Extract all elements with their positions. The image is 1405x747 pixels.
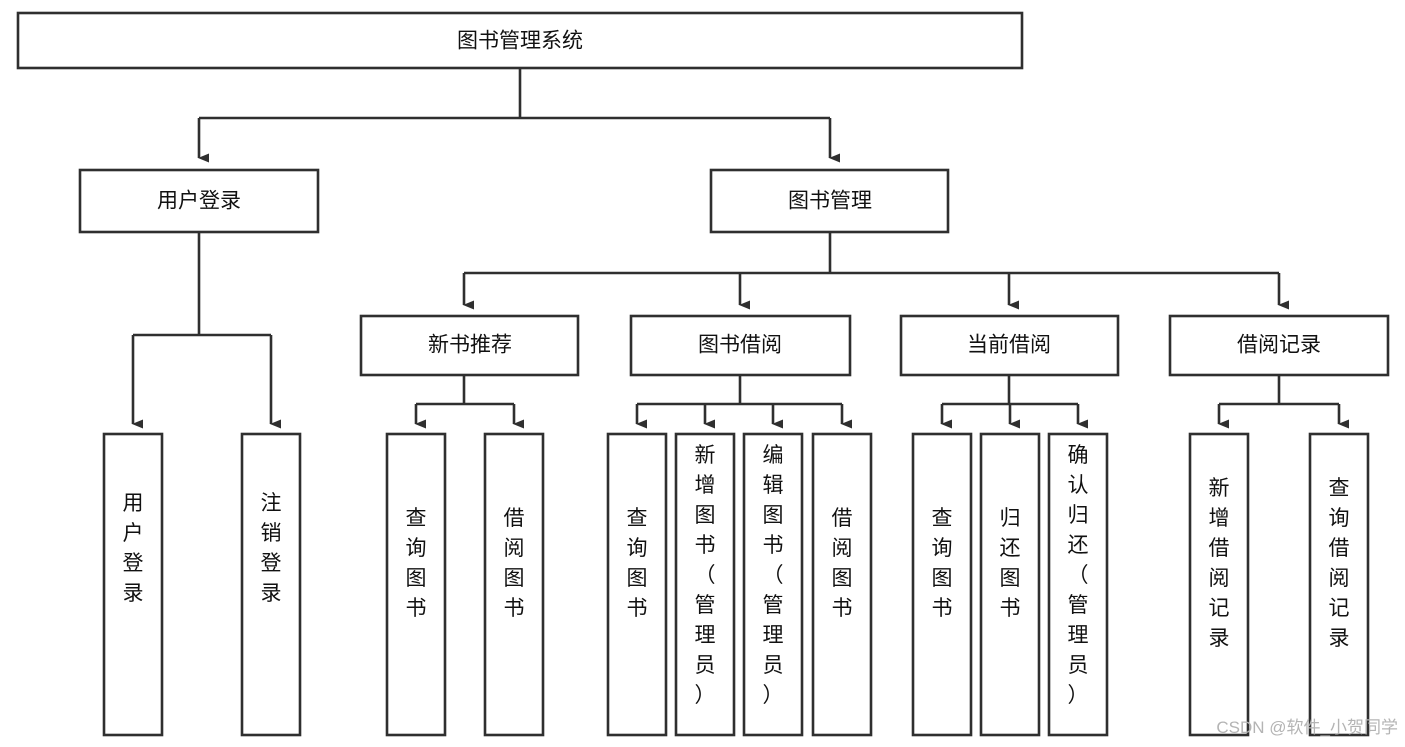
node-borrow-record-label: 借阅记录 (1237, 334, 1321, 357)
leaf-new-book-query-label: 查询图书 (406, 507, 427, 620)
leaf-new-book-borrow-label: 借阅图书 (504, 507, 525, 620)
leaf-book-borrow-edit-label: 编辑图书（管理员） (763, 444, 784, 707)
node-current-borrow[interactable]: 当前借阅 (899, 314, 1120, 377)
leaf-current-borrow-confirm-label: 确认归还（管理员） (1068, 444, 1089, 707)
leaf-borrow-record-query-label: 查询借阅记录 (1329, 477, 1350, 650)
node-root-system-label: 图书管理系统 (457, 30, 583, 53)
leaf-user-login-login-label: 用户登录 (123, 492, 144, 605)
leaf-user-login-logout[interactable]: 注销登录 (240, 432, 302, 737)
leaf-current-borrow-confirm[interactable]: 确认归还（管理员） (1047, 432, 1109, 737)
leaf-current-borrow-query-label: 查询图书 (932, 507, 953, 620)
leaf-user-login-login[interactable]: 用户登录 (102, 432, 164, 737)
leaf-book-borrow-query[interactable]: 查询图书 (606, 432, 668, 737)
node-root-system[interactable]: 图书管理系统 (16, 11, 1024, 70)
leaf-new-book-query[interactable]: 查询图书 (385, 432, 447, 737)
node-new-book-recommend[interactable]: 新书推荐 (359, 314, 580, 377)
node-book-manage-label: 图书管理 (788, 190, 872, 213)
watermark-label: CSDN @软件_小贺同学 (1216, 718, 1398, 737)
leaf-book-borrow-add[interactable]: 新增图书（管理员） (674, 432, 736, 737)
leaf-new-book-borrow[interactable]: 借阅图书 (483, 432, 545, 737)
node-borrow-record[interactable]: 借阅记录 (1168, 314, 1390, 377)
leaf-book-borrow-add-label: 新增图书（管理员） (695, 444, 716, 707)
leaf-book-borrow-edit[interactable]: 编辑图书（管理员） (742, 432, 804, 737)
leaf-current-borrow-return[interactable]: 归还图书 (979, 432, 1041, 737)
leaf-book-borrow-borrow-label: 借阅图书 (832, 507, 853, 620)
leaf-current-borrow-return-label: 归还图书 (1000, 507, 1021, 620)
node-user-login-label: 用户登录 (157, 190, 241, 213)
leaf-book-borrow-query-label: 查询图书 (627, 507, 648, 620)
leaf-borrow-record-add-label: 新增借阅记录 (1209, 477, 1230, 650)
node-book-manage[interactable]: 图书管理 (709, 168, 950, 234)
node-user-login[interactable]: 用户登录 (78, 168, 320, 234)
leaf-book-borrow-borrow[interactable]: 借阅图书 (811, 432, 873, 737)
node-new-book-recommend-label: 新书推荐 (428, 334, 512, 357)
connectors (131, 68, 1349, 429)
node-book-borrow[interactable]: 图书借阅 (629, 314, 852, 377)
node-book-borrow-label: 图书借阅 (698, 334, 782, 357)
leaf-borrow-record-add[interactable]: 新增借阅记录 (1188, 432, 1250, 737)
leaf-current-borrow-query[interactable]: 查询图书 (911, 432, 973, 737)
node-current-borrow-label: 当前借阅 (967, 334, 1051, 357)
leaf-borrow-record-query[interactable]: 查询借阅记录 (1308, 432, 1370, 737)
leaf-user-login-logout-label: 注销登录 (261, 492, 282, 605)
